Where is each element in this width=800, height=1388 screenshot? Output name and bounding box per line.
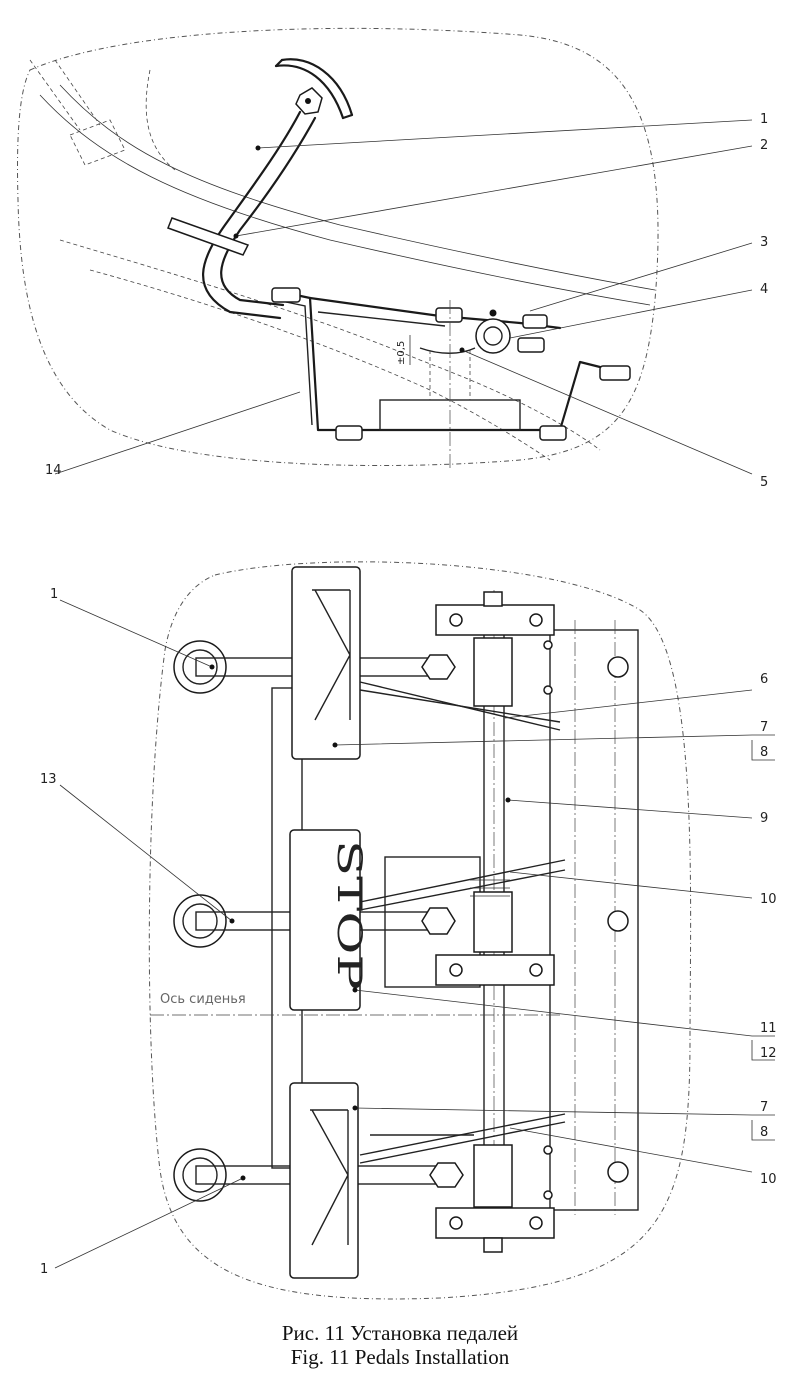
callout-8-lower: 8: [760, 1125, 768, 1140]
vehicle-contour-lines: [29, 59, 656, 461]
callout-10-lower: 10: [760, 1172, 777, 1187]
seat-axis-label: Ось сиденья: [160, 992, 246, 1007]
callout-4-top: 4: [760, 282, 768, 297]
callout-10-upper: 10: [760, 892, 777, 907]
pedal-lever: [167, 58, 354, 320]
callout-5-top: 5: [760, 475, 768, 490]
callout-1-lower: 1: [40, 1262, 48, 1277]
base-plate: [549, 629, 639, 1211]
callout-14-top: 14: [45, 463, 62, 478]
plan-view-outline: [148, 561, 692, 1300]
figure-caption-ru: Рис. 11 Установка педалей: [281, 1321, 519, 1345]
side-view: ±0,5 1 2 3 4 5 14: [17, 27, 768, 490]
figure-caption-en: Fig. 11 Pedals Installation: [290, 1345, 510, 1369]
pedal-bracket: ±0,5: [271, 287, 631, 470]
callout-11: 11: [760, 1021, 777, 1036]
callouts-bottom: 1 13 6 7 8 9 10 11 12 7 8 10 1: [40, 587, 777, 1277]
callout-7-lower: 7: [760, 1100, 768, 1115]
callout-9: 9: [760, 811, 768, 826]
callout-6: 6: [760, 672, 768, 687]
dimension-text: ±0,5: [396, 341, 407, 365]
callout-8-upper: 8: [760, 745, 768, 760]
stop-text: STOP: [329, 840, 369, 990]
pedal-top: [173, 566, 561, 760]
callout-3-top: 3: [760, 235, 768, 250]
plan-view: STOP Ось сиденья: [40, 561, 777, 1300]
callout-2-top: 2: [760, 138, 768, 153]
callout-7-upper: 7: [760, 720, 768, 735]
side-view-outline: [17, 27, 659, 467]
pedal-middle: STOP: [173, 829, 566, 1011]
callout-1-upper: 1: [50, 587, 58, 602]
pedals-installation-drawing: ±0,5 1 2 3 4 5 14: [17, 27, 777, 1300]
callout-12: 12: [760, 1046, 777, 1061]
callouts-top: 1 2 3 4 5 14: [45, 112, 768, 490]
pedal-bottom: [173, 1082, 566, 1279]
callout-13: 13: [40, 772, 57, 787]
callout-1-top: 1: [760, 112, 768, 127]
